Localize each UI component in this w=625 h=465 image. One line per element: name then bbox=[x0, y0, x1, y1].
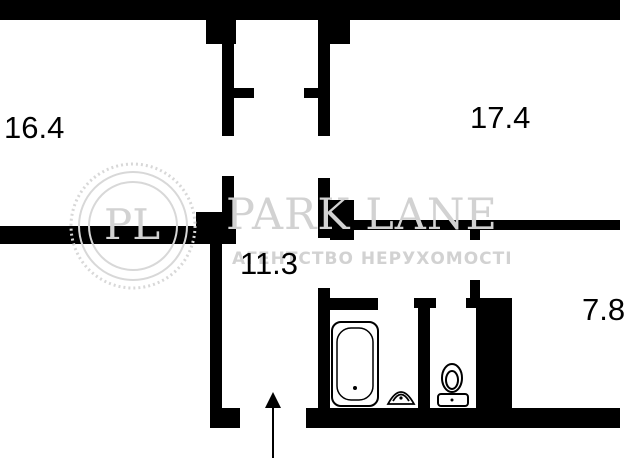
wall-bottom-left-foot bbox=[210, 408, 240, 428]
wall-corridor-right-stub bbox=[304, 88, 320, 98]
entrance-arrow-icon bbox=[265, 392, 281, 458]
wall-corridor-left-upper bbox=[222, 40, 234, 136]
sink-icon bbox=[386, 391, 416, 405]
room-area-label-left-top: 16.4 bbox=[4, 110, 65, 145]
wall-middle-right bbox=[348, 220, 620, 230]
room-area-label-hallway: 11.3 bbox=[240, 246, 299, 281]
wall-middle-left bbox=[0, 226, 222, 244]
wall-bath-partition bbox=[418, 304, 430, 410]
wall-corridor-left-stub bbox=[232, 88, 254, 98]
wall-middle-right-post bbox=[470, 228, 480, 240]
wall-top-pillar-left bbox=[206, 18, 236, 44]
wall-top bbox=[0, 0, 620, 20]
bathtub-icon bbox=[331, 321, 379, 407]
watermark-monogram: PL bbox=[104, 200, 161, 249]
room-area-label-right-top: 17.4 bbox=[470, 100, 531, 135]
watermark-logo-seal bbox=[69, 162, 197, 290]
wall-bath-left bbox=[318, 288, 330, 410]
wall-bath-right-block bbox=[476, 298, 512, 410]
wall-corridor-left-mid bbox=[222, 176, 234, 236]
wall-top-pillar-right bbox=[318, 18, 350, 44]
walls bbox=[0, 0, 620, 428]
wall-corridor-left-lower bbox=[210, 236, 222, 422]
toilet-icon bbox=[437, 363, 469, 407]
wall-bath-top-left bbox=[328, 298, 378, 310]
wall-corridor-right-upper bbox=[318, 40, 330, 136]
wall-bottom bbox=[306, 408, 620, 428]
wall-corridor-right-mid bbox=[318, 178, 330, 238]
wall-bath-top-middle bbox=[414, 298, 436, 308]
watermark-tagline: АГЕНТСТВО НЕРУХОМОСТІ bbox=[232, 249, 513, 269]
wall-bath-right-stub bbox=[470, 280, 480, 302]
watermark-brand: PARK LANE bbox=[226, 190, 498, 240]
room-area-label-right-bottom: 7.8 bbox=[582, 292, 625, 327]
